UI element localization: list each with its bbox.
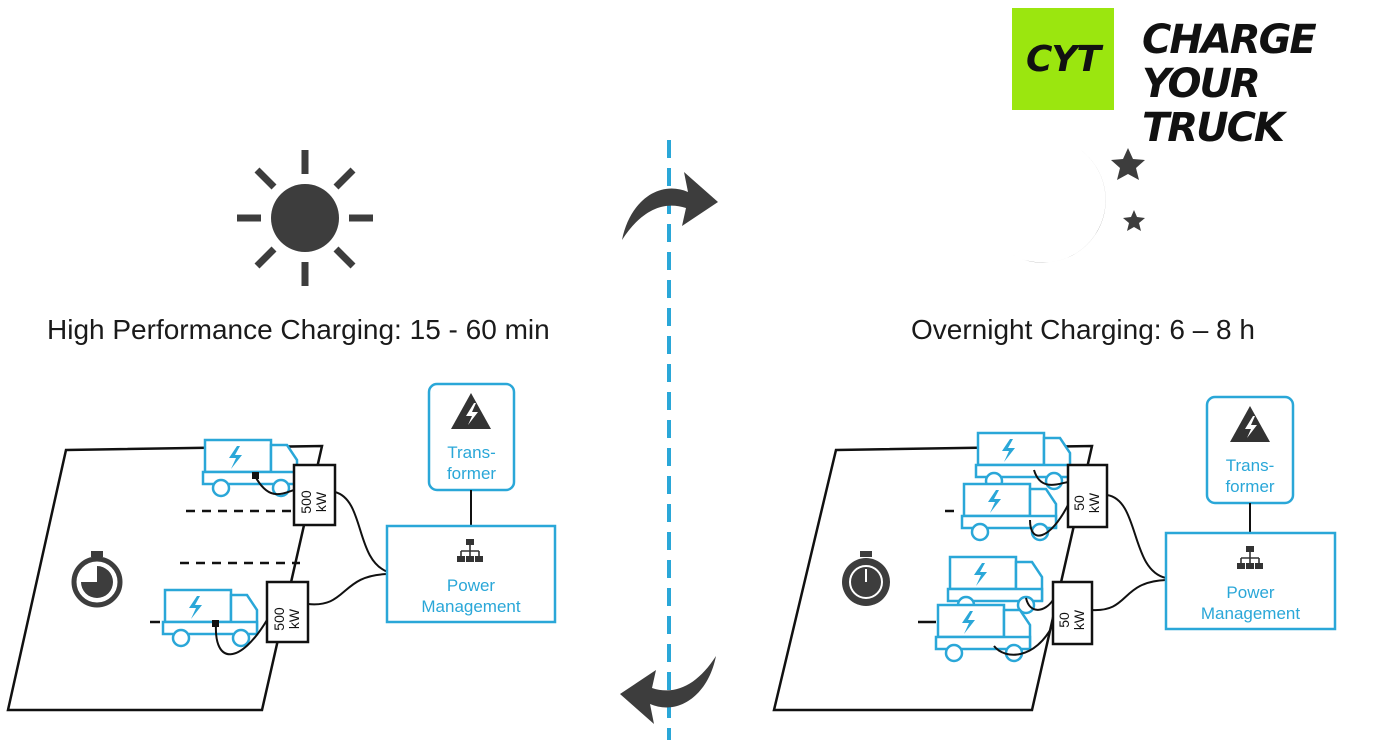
power-management-line-1: Power [446,576,496,595]
charger-right-top-label: 50 kW [1071,473,1102,533]
power-management-line-2: Management [421,597,521,616]
charger-unit: kW [1086,492,1102,514]
power-management-box-right [1164,531,1337,631]
caption-left: High Performance Charging: 15 - 60 min [47,314,550,345]
power-management-line-2: Management [1200,604,1301,623]
truck-right-4 [934,603,1032,663]
stopwatch-icon [71,551,123,608]
star-icon [1111,148,1145,180]
moon-icon [1008,148,1106,263]
power-management-label-left: Power Management [387,575,555,617]
power-management-line-1: Power [1226,583,1275,602]
transformer-line-1: Trans- [1225,456,1275,475]
caption-right: Overnight Charging: 6 – 8 h [911,314,1255,345]
stopwatch-icon-right [842,551,890,606]
sun-icon [237,150,373,286]
charger-value: 50 [1071,495,1087,511]
transformer-line-2: former [446,464,497,483]
transformer-label-left: Trans- former [429,442,514,484]
arrow-left-icon [620,656,716,724]
logo-wordmark: CHARGE YOUR TRUCK [1142,18,1386,150]
parking-area-right [772,444,1094,712]
charger-value: 50 [1056,612,1072,628]
truck-left-top [201,438,299,498]
charger-left-bottom-label: 500 kW [271,589,302,649]
logo-badge: CYT [1012,8,1114,110]
power-management-label-right: Power Management [1166,582,1335,624]
arrow-right-icon [622,172,718,240]
charger-unit: kW [313,491,329,513]
charger-value: 500 [298,490,314,514]
truck-right-1 [974,431,1072,491]
charger-value: 500 [271,607,287,631]
logo-abbr: CYT [1025,38,1101,80]
charger-left-bottom [265,580,310,644]
logo-line-2: YOUR TRUCK [1142,61,1285,151]
star-small-icon [1123,210,1145,231]
charger-left-top [292,463,337,527]
transformer-label-right: Trans- former [1207,455,1293,497]
charger-unit: kW [1071,609,1087,631]
transformer-line-1: Trans- [447,443,496,462]
truck-left-bottom [161,588,259,648]
charger-unit: kW [286,608,302,630]
charger-right-bottom-label: 50 kW [1056,590,1087,650]
charger-right-bottom [1051,580,1094,646]
transformer-line-2: former [1225,477,1275,496]
truck-right-2 [960,482,1058,542]
logo-line-1: CHARGE [1142,17,1317,63]
charger-left-top-label: 500 kW [298,472,329,532]
charger-right-top [1066,463,1109,529]
